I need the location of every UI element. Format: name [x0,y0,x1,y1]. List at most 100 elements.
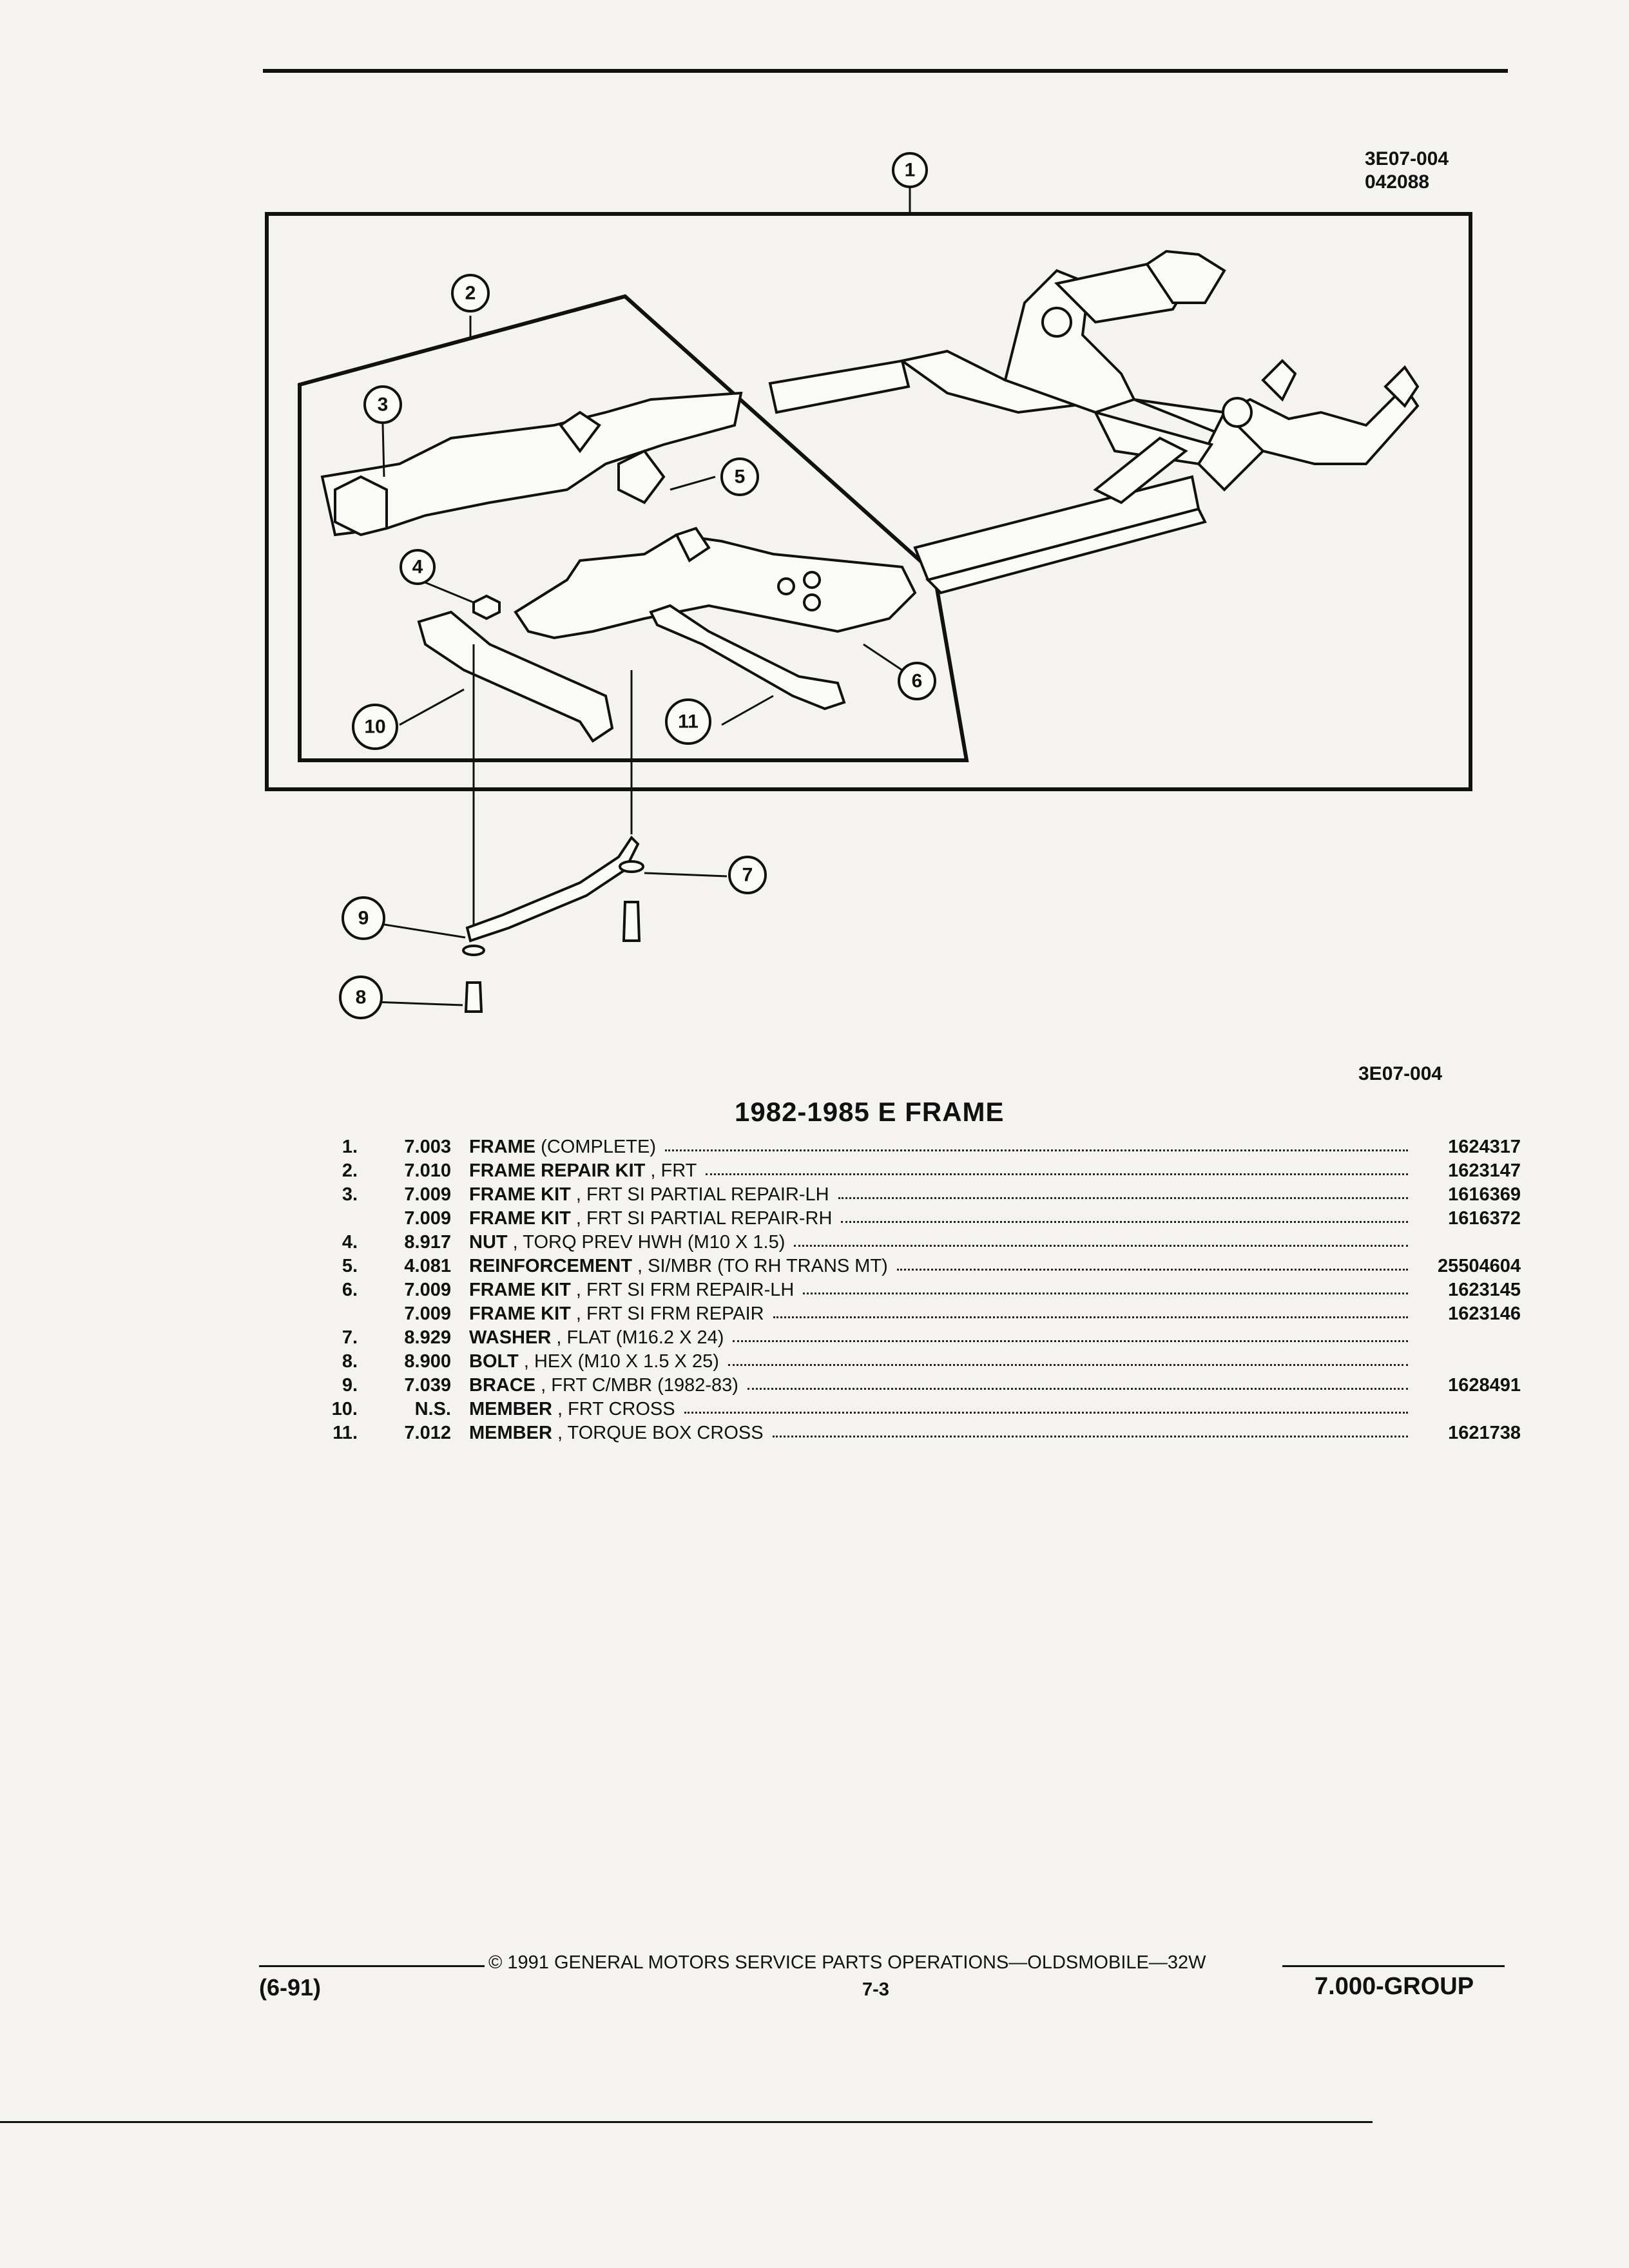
dot-leader [773,1436,1408,1437]
brace-drawing [465,835,640,943]
part-number: 1628491 [1448,1375,1521,1396]
nut-drawing [472,594,501,620]
item-number: 6. [342,1280,358,1300]
part-description: FRAME REPAIR KIT , FRT [469,1159,697,1183]
bottom-rule [0,2121,1373,2123]
part-name: FRAME [469,1137,536,1157]
callout-4 [400,549,436,585]
part-name: MEMBER [469,1423,552,1443]
outer-frame-box [265,212,1472,791]
part-description: BOLT , HEX (M10 X 1.5 X 25) [469,1350,719,1374]
group-code: 8.929 [404,1327,451,1348]
parts-row: 6. 7.009 FRAME KIT , FRT SI FRM REPAIR-LH 1… [319,1278,1521,1302]
part-description: FRAME KIT , FRT SI FRM REPAIR [469,1302,764,1326]
group-code: 8.917 [404,1232,451,1253]
part-detail: , FRT SI FRM REPAIR-LH [570,1280,795,1300]
group-code: 7.009 [404,1280,451,1300]
part-name: BOLT [469,1351,519,1372]
group-code: 7.009 [404,1208,451,1229]
part-name: FRAME REPAIR KIT [469,1160,646,1181]
callout-5 [720,457,759,496]
callout-label: 1 [905,160,916,181]
part-detail: (COMPLETE) [535,1137,657,1157]
callout-label: 8 [356,987,367,1008]
callout-3 [363,385,402,424]
footer-copyright: © 1991 GENERAL MOTORS SERVICE PARTS OPER… [488,1952,1206,1973]
part-number: 1621738 [1448,1423,1521,1443]
footer-group: 7.000-GROUP [1315,1973,1474,2000]
frt-cross-member-drawing [417,610,614,743]
callout-2 [451,274,490,312]
part-number: 1624317 [1448,1137,1521,1157]
callout-label: 7 [742,865,753,886]
repair-kit-box [298,294,969,762]
complete-frame-drawing [768,249,1420,595]
group-code: 4.081 [404,1256,451,1276]
part-description: FRAME KIT , FRT SI FRM REPAIR-LH [469,1278,794,1302]
group-code: N.S. [414,1399,451,1419]
dot-leader [794,1245,1408,1247]
part-detail: , SI/MBR (TO RH TRANS MT) [631,1256,888,1276]
item-number: 9. [342,1375,358,1396]
brace-assembly-drawing [462,644,644,1013]
item-number: 7. [342,1327,358,1348]
page-title: 1982-1985 E FRAME [735,1097,1005,1127]
dot-leader [841,1221,1408,1223]
parts-row: 10. N.S. MEMBER , FRT CROSS [319,1398,1521,1421]
part-description: NUT , TORQ PREV HWH (M10 X 1.5) [469,1231,785,1254]
frame-kit-lh-drawing [320,391,743,537]
part-name: FRAME KIT [469,1303,571,1324]
dot-leader [733,1340,1408,1342]
part-detail: , FRT C/MBR (1982-83) [535,1375,738,1396]
part-detail: , TORQUE BOX CROSS [552,1423,764,1443]
dot-leader [706,1173,1408,1175]
part-description: MEMBER , FRT CROSS [469,1398,675,1421]
callout-11 [665,698,711,745]
item-number: 10. [331,1399,358,1419]
frame-kit-rh-drawing [514,533,917,640]
callout-1 [892,152,928,188]
part-description: FRAME (COMPLETE) [469,1135,656,1159]
dot-leader [684,1412,1408,1414]
callouts [339,152,936,1019]
callout-7 [728,856,767,894]
part-number: 1623145 [1448,1280,1521,1300]
part-number: 1616372 [1448,1208,1521,1229]
callout-label: 6 [912,671,923,692]
part-number: 1623147 [1448,1160,1521,1181]
parts-row: 4. 8.917 NUT , TORQ PREV HWH (M10 X 1.5) [319,1231,1521,1254]
part-description: FRAME KIT , FRT SI PARTIAL REPAIR-LH [469,1183,829,1207]
dot-leader [838,1197,1408,1199]
group-code: 7.010 [404,1160,451,1181]
ref-code: 3E07-004 [1365,148,1449,169]
illustration-code: 3E07-004 [1358,1063,1443,1084]
item-number: 5. [342,1256,358,1276]
part-detail: , FRT SI PARTIAL REPAIR-LH [570,1184,829,1205]
part-number: 1623146 [1448,1303,1521,1324]
part-number: 1616369 [1448,1184,1521,1205]
callout-label: 3 [378,394,389,416]
part-number: 25504604 [1437,1256,1521,1276]
part-name: WASHER [469,1327,552,1348]
part-name: FRAME KIT [469,1280,571,1300]
callout-label: 5 [735,466,746,488]
callout-label: 11 [678,711,699,733]
callout-10 [352,704,398,750]
part-name: FRAME KIT [469,1208,571,1229]
group-code: 7.039 [404,1375,451,1396]
footer-rule-right [1282,1965,1505,1967]
item-number: 4. [342,1232,358,1253]
group-code: 8.900 [404,1351,451,1372]
part-detail: , HEX (M10 X 1.5 X 25) [518,1351,719,1372]
item-number: 1. [342,1137,358,1157]
